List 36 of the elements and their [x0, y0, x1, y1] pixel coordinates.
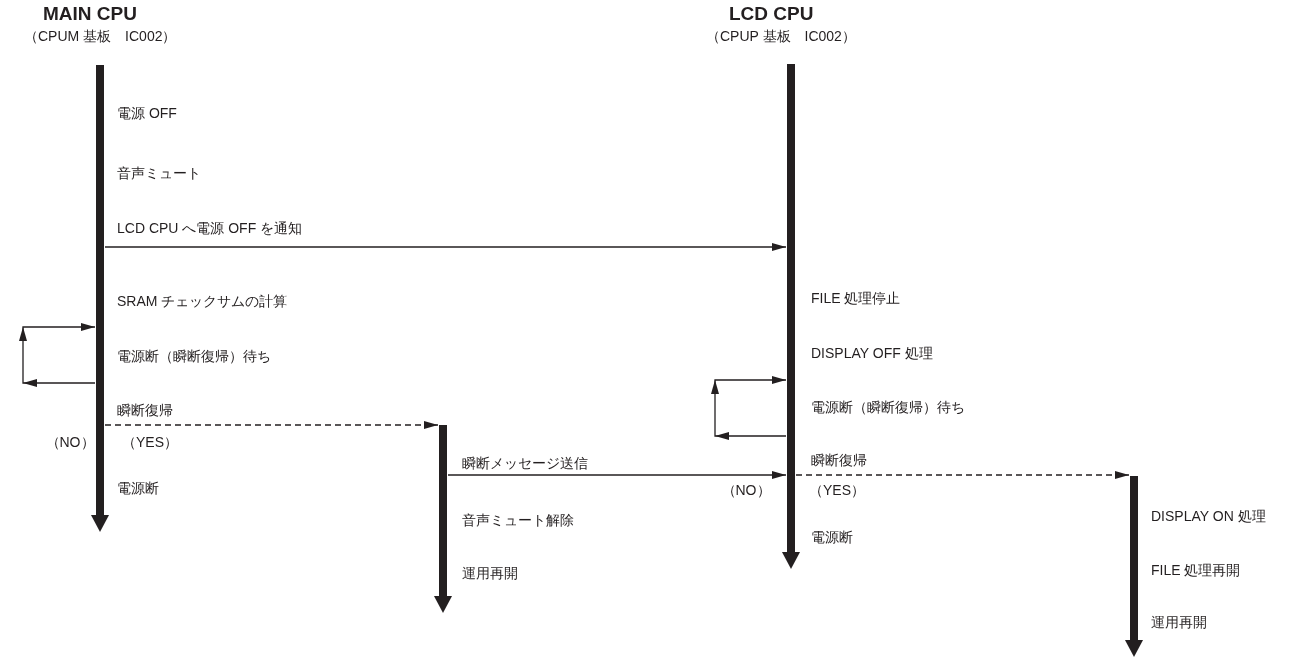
- thick-arrow: [434, 425, 452, 613]
- loop-arrow: [711, 376, 787, 440]
- step-text: DISPLAY ON 処理: [1151, 508, 1266, 524]
- step-text: 電源断: [811, 529, 853, 545]
- branch-label: （YES）: [809, 482, 865, 498]
- thick-arrow: [91, 65, 109, 532]
- step-text: 電源断: [117, 480, 159, 496]
- header-title: MAIN CPU: [43, 4, 137, 24]
- edge-label: 瞬断復帰: [117, 402, 173, 418]
- edge-label: 瞬断メッセージ送信: [462, 455, 588, 471]
- step-text: 電源 OFF: [117, 105, 177, 121]
- step-text: 電源断（瞬断復帰）待ち: [117, 348, 271, 364]
- header-title: LCD CPU: [729, 4, 814, 24]
- dashed-arrow: [795, 471, 1130, 479]
- branch-label: （NO）: [721, 482, 771, 498]
- thick-arrow: [782, 64, 800, 569]
- branch-label: （NO）: [45, 434, 95, 450]
- arrow: [447, 471, 787, 479]
- dashed-arrow: [104, 421, 439, 429]
- thick-arrow: [1125, 476, 1143, 657]
- loop-arrow: [19, 323, 96, 387]
- step-text: DISPLAY OFF 処理: [811, 345, 933, 361]
- step-text: 音声ミュート解除: [462, 512, 574, 528]
- step-text: FILE 処理停止: [811, 290, 901, 306]
- step-text: 運用再開: [1151, 614, 1207, 630]
- step-text: FILE 処理再開: [1151, 562, 1241, 578]
- arrow: [104, 243, 787, 251]
- step-text: 電源断（瞬断復帰）待ち: [811, 399, 965, 415]
- step-text: SRAM チェックサムの計算: [117, 293, 288, 309]
- branch-label: （YES）: [122, 434, 178, 450]
- header-subtitle: （CPUM 基板 IC002）: [24, 28, 177, 44]
- header-subtitle: （CPUP 基板 IC002）: [706, 28, 856, 44]
- step-text: 運用再開: [462, 565, 518, 581]
- edge-label: 瞬断復帰: [811, 452, 867, 468]
- edge-label: LCD CPU へ電源 OFF を通知: [117, 220, 303, 236]
- step-text: 音声ミュート: [117, 165, 201, 181]
